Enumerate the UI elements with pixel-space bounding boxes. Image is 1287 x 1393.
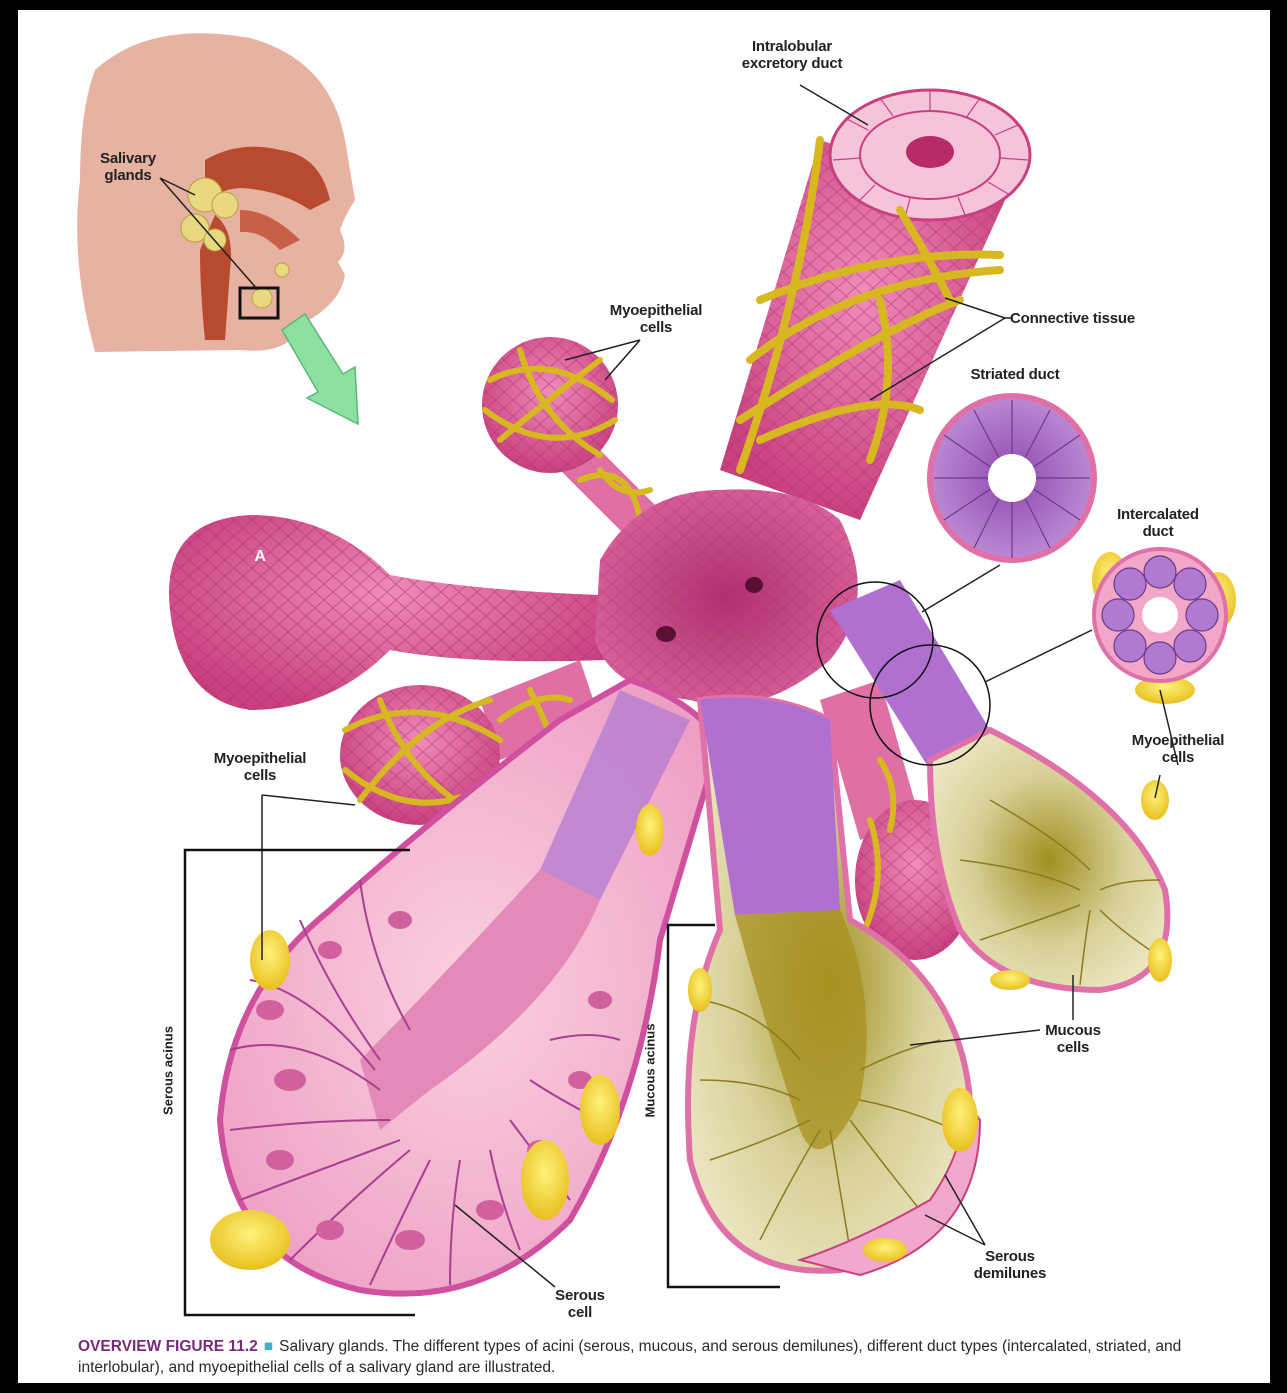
intercalated-duct-section: [1092, 549, 1236, 704]
label-mucous-cells: Mucous cells: [1033, 1022, 1113, 1056]
label-intralobular-duct: Intralobular excretory duct: [722, 38, 862, 72]
label-mucous-acinus: Mucous acinus: [643, 1021, 658, 1121]
central-duct-hub: [595, 489, 858, 705]
label-acinus-a: A: [248, 548, 272, 565]
label-myoepithelial-top: Myoepithelial cells: [596, 302, 716, 336]
acinus-upper: [482, 337, 660, 540]
label-serous-demilunes: Serous demilunes: [960, 1248, 1060, 1282]
label-salivary-glands: Salivary glands: [92, 150, 164, 184]
caption-square-icon: ■: [264, 1338, 273, 1355]
label-serous-cell: Serous cell: [540, 1287, 620, 1321]
head-inset: [77, 33, 358, 424]
label-serous-acinus: Serous acinus: [161, 1021, 176, 1121]
label-myoepithelial-left: Myoepithelial cells: [200, 750, 320, 784]
label-striated-duct: Striated duct: [955, 366, 1075, 383]
label-myoepithelial-right: Myoepithelial cells: [1118, 732, 1238, 766]
figure-caption: OVERVIEW FIGURE 11.2■Salivary glands. Th…: [78, 1336, 1238, 1378]
caption-figure-number: OVERVIEW FIGURE 11.2: [78, 1338, 258, 1355]
striated-duct-section: [930, 396, 1094, 560]
label-intercalated-duct: Intercalated duct: [1108, 506, 1208, 540]
zoom-arrow-icon: [282, 314, 358, 424]
label-connective-tissue: Connective tissue: [1010, 310, 1160, 327]
